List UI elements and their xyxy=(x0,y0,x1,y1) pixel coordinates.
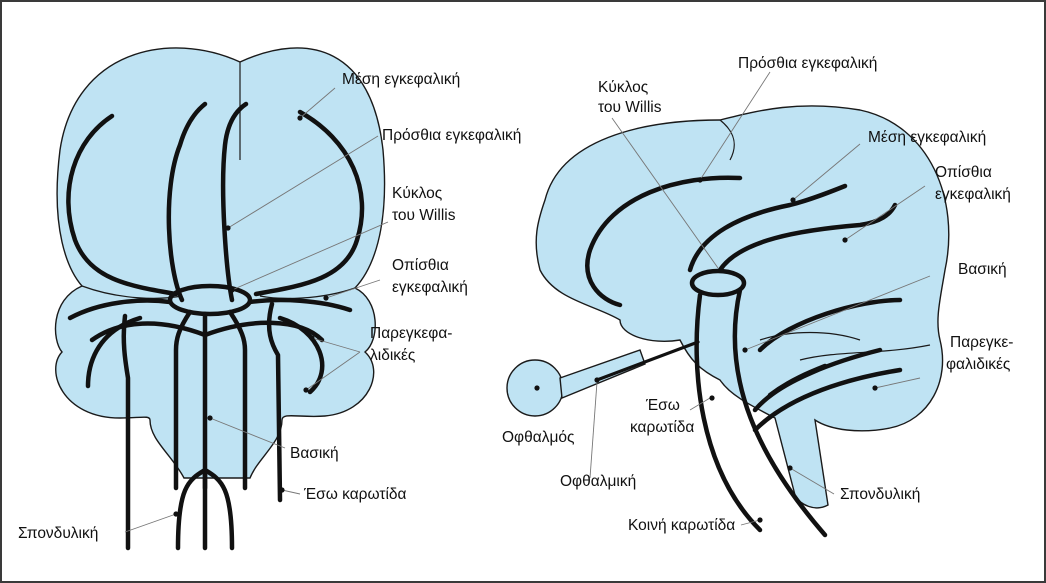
label-front-posterior-2: εγκεφαλική xyxy=(392,279,468,296)
dot-front-cerebellar-1 xyxy=(309,335,314,340)
dot-front-middle xyxy=(297,115,302,120)
label-side-basilar: Βασική xyxy=(958,261,1007,278)
dot-side-ophthalmic xyxy=(594,377,599,382)
dot-side-cerebellar xyxy=(872,385,877,390)
label-side-posterior-1: Οπίσθια xyxy=(935,164,992,181)
label-side-internal-carotid-1: Έσω xyxy=(645,397,680,414)
label-side-willis-1: Κύκλος xyxy=(598,79,648,96)
label-side-cerebellar-1: Παρεγκε- xyxy=(950,334,1013,351)
label-side-vertebral: Σπονδυλική xyxy=(840,486,920,503)
label-side-anterior-cerebral: Πρόσθια εγκεφαλική xyxy=(738,55,877,72)
label-side-posterior-2: εγκεφαλική xyxy=(935,186,1011,203)
label-front-vertebral: Σπονδυλική xyxy=(18,525,98,542)
label-front-internal-carotid: Έσω καρωτίδα xyxy=(303,486,407,503)
dot-side-vertebral xyxy=(787,465,792,470)
dot-side-basilar xyxy=(742,347,747,352)
dot-front-willis xyxy=(229,287,234,292)
label-front-cerebellar-1: Παρεγκεφα- xyxy=(370,325,452,342)
dot-front-posterior xyxy=(323,295,328,300)
label-side-common-carotid: Κοινή καρωτίδα xyxy=(628,517,735,534)
front-brain-outline xyxy=(55,48,384,478)
label-front-middle-cerebral: Μέση εγκεφαλική xyxy=(342,71,460,88)
label-front-willis-1: Κύκλος xyxy=(392,185,442,202)
label-front-basilar: Βασική xyxy=(290,445,339,462)
dot-side-common-carotid xyxy=(757,517,762,522)
dot-side-carotid xyxy=(709,395,714,400)
dot-side-anterior xyxy=(697,177,702,182)
label-front-willis-2: του Willis xyxy=(392,207,456,224)
label-side-internal-carotid-2: καρωτίδα xyxy=(630,419,694,436)
dot-side-middle xyxy=(790,197,795,202)
label-side-eye: Οφθαλμός xyxy=(502,429,574,446)
dot-front-basilar xyxy=(207,415,212,420)
dot-front-carotid xyxy=(279,487,284,492)
label-side-willis-2: του Willis xyxy=(598,99,662,116)
label-side-ophthalmic: Οφθαλμική xyxy=(560,473,636,490)
label-front-cerebellar-2: λιδικές xyxy=(370,347,415,364)
label-front-anterior-cerebral: Πρόσθια εγκεφαλική xyxy=(382,127,521,144)
dot-front-vertebral xyxy=(173,511,178,516)
dot-front-cerebellar-2 xyxy=(303,387,308,392)
label-side-cerebellar-2: φαλιδικές xyxy=(946,356,1010,373)
dot-side-eye xyxy=(534,385,539,390)
label-side-middle-cerebral: Μέση εγκεφαλική xyxy=(868,129,986,146)
dot-front-anterior xyxy=(225,225,230,230)
dot-side-posterior xyxy=(842,237,847,242)
label-front-posterior-1: Οπίσθια xyxy=(392,257,449,274)
